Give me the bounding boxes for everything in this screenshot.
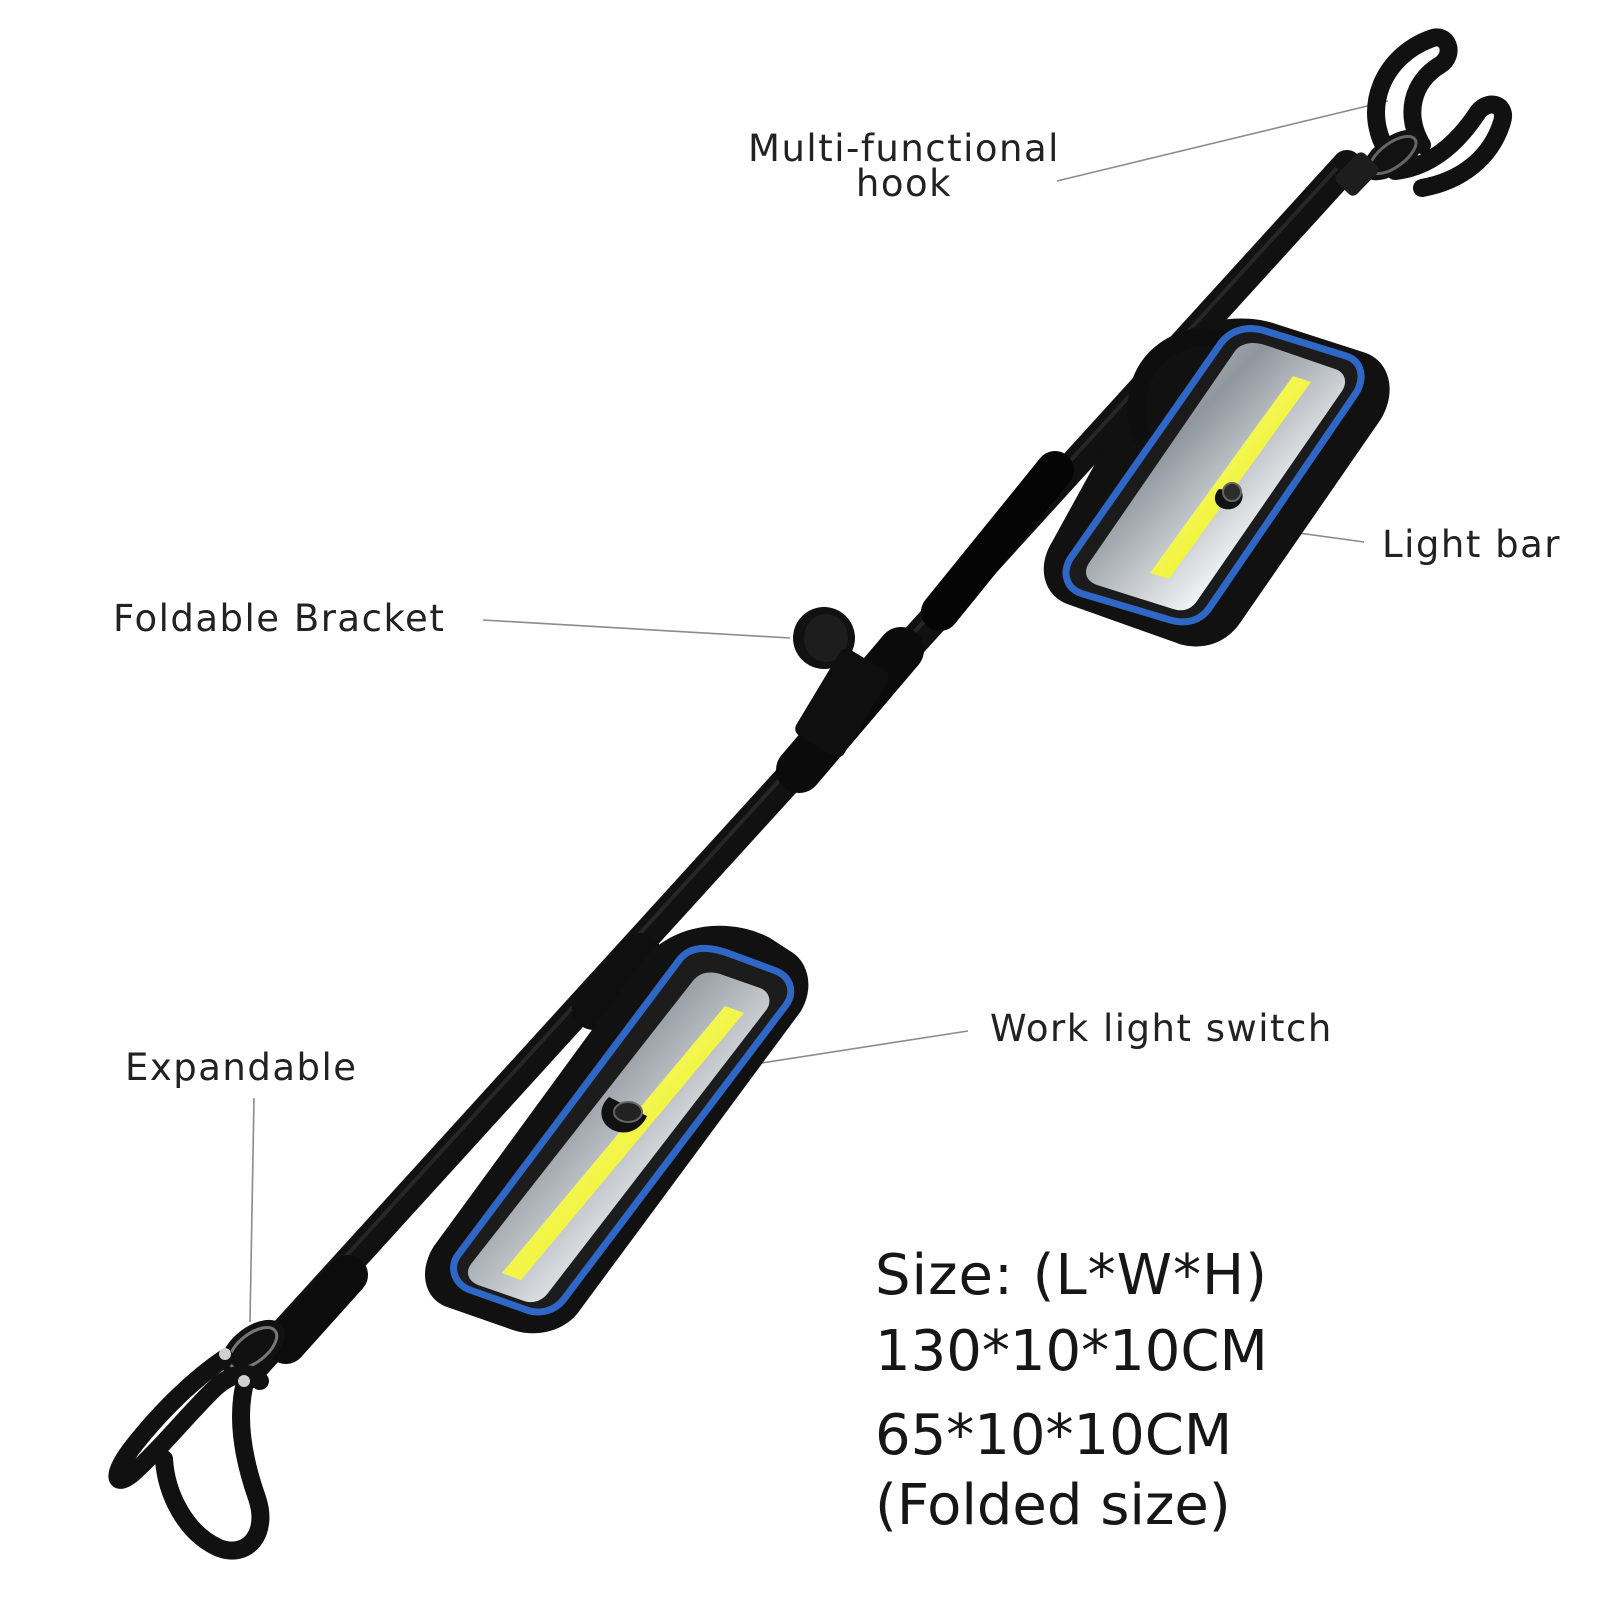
callout-expandable: Expandable bbox=[125, 1046, 358, 1089]
upper-light-bar bbox=[1043, 318, 1390, 647]
callout-hook-line-2: hook bbox=[855, 162, 953, 206]
callout-foldable-bracket: Foldable Bracket bbox=[113, 597, 446, 640]
callout-multi-functional-hook: Multi-functional hook bbox=[734, 127, 1074, 206]
leader-line-bracket bbox=[482, 619, 791, 639]
callout-light-bar: Light bar bbox=[1382, 523, 1561, 566]
top-hook bbox=[1335, 28, 1512, 197]
size-folded-note: (Folded size) bbox=[875, 1473, 1231, 1538]
leader-line-hook bbox=[1056, 100, 1389, 182]
lower-light-bar bbox=[425, 925, 809, 1334]
size-title: Size: (L*W*H) bbox=[875, 1243, 1268, 1308]
foldable-bracket bbox=[793, 607, 889, 758]
bottom-hook bbox=[108, 1319, 285, 1560]
size-expanded: 130*10*10CM bbox=[875, 1319, 1268, 1384]
callout-hook-line-1: Multi-functional bbox=[748, 127, 1060, 170]
size-specification: Size: (L*W*H) 130*10*10CM 65*10*10CM (Fo… bbox=[875, 1248, 1268, 1534]
size-folded: 65*10*10CM bbox=[875, 1403, 1233, 1468]
callout-work-light-switch: Work light switch bbox=[990, 1007, 1333, 1050]
leader-line-expandable bbox=[249, 1097, 255, 1323]
